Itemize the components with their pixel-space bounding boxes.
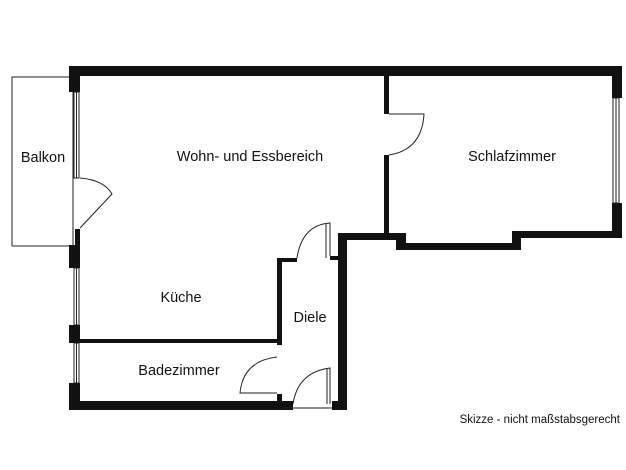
room-label-bathroom: Badezimmer: [138, 363, 220, 379]
scale-note: Skizze - nicht maßstabsgerecht: [459, 414, 620, 426]
room-label-living: Wohn- und Essbereich: [176, 149, 324, 165]
room-label-hall: Diele: [293, 310, 327, 326]
room-label-bedroom: Schlafzimmer: [468, 149, 556, 165]
doors: [79, 113, 425, 409]
windows: [73, 91, 620, 384]
room-label-balcony: Balkon: [20, 150, 66, 166]
walls: [69, 66, 622, 410]
balcony-outline: [11, 76, 74, 247]
room-label-kitchen: Küche: [160, 290, 202, 306]
